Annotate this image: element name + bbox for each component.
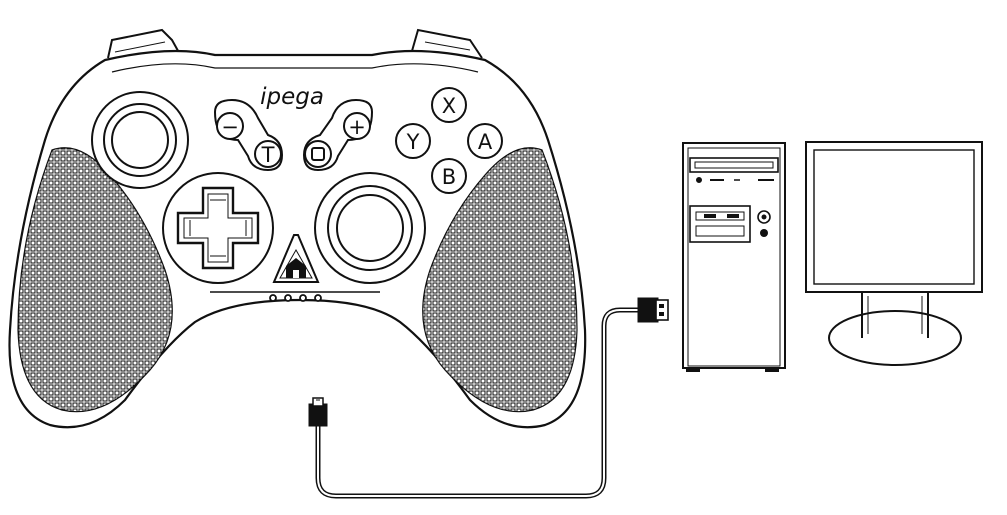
optical-drive [689, 157, 779, 183]
svg-text:B: B [442, 165, 456, 189]
usb-cable [308, 297, 669, 499]
left-analog-stick [91, 91, 189, 189]
top-contour [111, 63, 479, 73]
svg-text:T: T [261, 143, 275, 167]
monitor-base [828, 310, 962, 366]
svg-text:−: − [221, 115, 239, 139]
minus-button[interactable]: − [216, 112, 244, 140]
player-leds [269, 294, 322, 302]
right-analog-stick [314, 172, 426, 284]
square-icon [311, 147, 325, 161]
svg-text:A: A [478, 130, 493, 154]
usb-plug-icon [637, 297, 669, 323]
micro-usb-plug-icon [308, 397, 328, 427]
svg-text:Y: Y [406, 130, 420, 154]
drive-bay [689, 205, 771, 243]
plus-button[interactable]: + [343, 112, 371, 140]
dpad [162, 172, 274, 284]
gamepad: − T + X Y A [8, 28, 587, 429]
home-button[interactable] [272, 234, 320, 283]
left-grip-texture [17, 147, 173, 413]
capture-button[interactable] [304, 140, 332, 168]
turbo-button[interactable]: T [254, 140, 282, 168]
b-button[interactable]: B [431, 158, 467, 194]
svg-text:X: X [442, 94, 456, 118]
monitor [805, 141, 983, 366]
x-button[interactable]: X [431, 87, 467, 123]
monitor-screen [813, 149, 975, 285]
right-grip-texture [422, 147, 578, 413]
svg-text:+: + [348, 115, 366, 139]
player-led-4 [314, 294, 322, 302]
player-led-3 [299, 294, 307, 302]
brand-logo: ipega [260, 84, 324, 110]
a-button[interactable]: A [467, 123, 503, 159]
home-icon [286, 258, 306, 278]
monitor-neck [861, 292, 929, 338]
y-button[interactable]: Y [395, 123, 431, 159]
player-led-1 [269, 294, 277, 302]
computer-tower [682, 142, 786, 372]
player-led-2 [284, 294, 292, 302]
